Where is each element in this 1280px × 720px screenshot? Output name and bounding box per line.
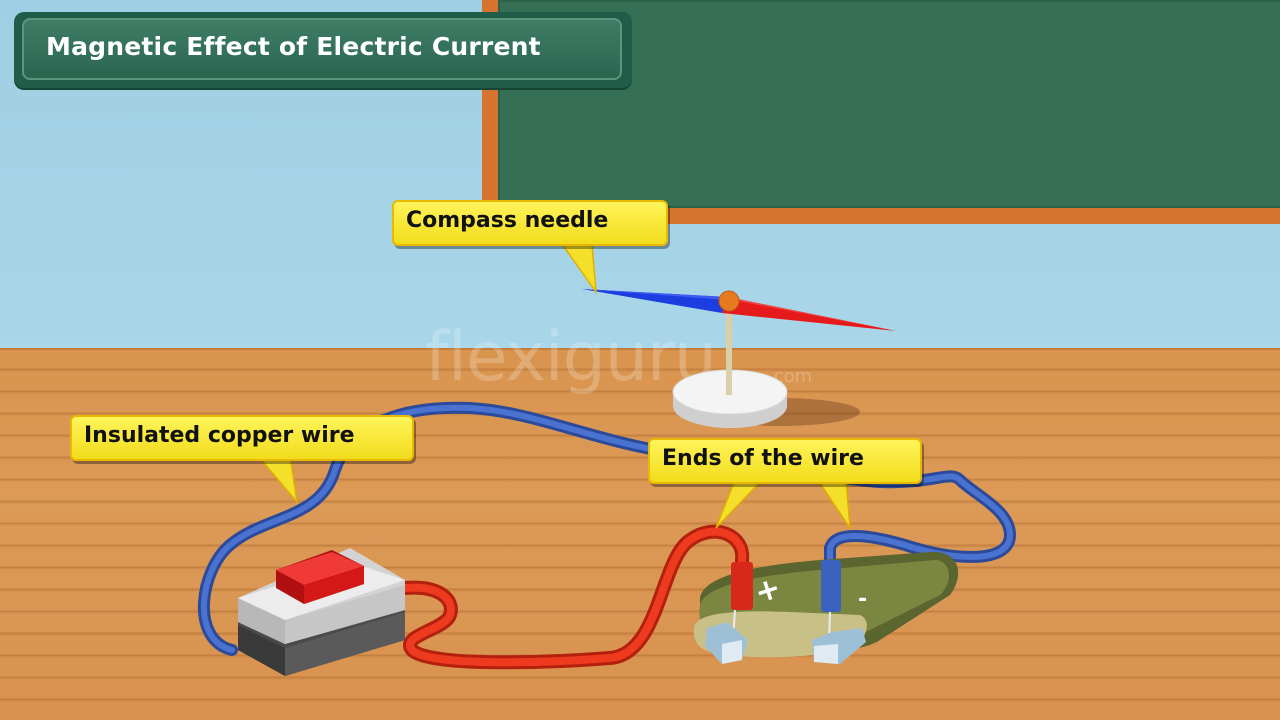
callout-pointer-ends-right	[816, 479, 851, 529]
blue-wire-end	[821, 560, 841, 612]
watermark: flexiguru	[425, 318, 717, 397]
title-bar-inner	[22, 18, 622, 80]
callout-ends-of-wire: Ends of the wire	[648, 438, 922, 484]
callout-insulated-copper-wire: Insulated copper wire	[70, 415, 414, 461]
callout-compass-needle: Compass needle	[392, 200, 668, 246]
page-title: Magnetic Effect of Electric Current	[46, 32, 541, 61]
callout-pointer-ends-left	[715, 479, 764, 529]
red-wire-end	[731, 562, 753, 610]
switch-button	[276, 550, 364, 604]
battery-terminal-left	[705, 609, 748, 664]
callout-pointer-insulated	[256, 455, 299, 505]
compass-needle	[582, 289, 896, 331]
battery-terminal-right	[812, 611, 866, 664]
red-wire	[398, 524, 750, 670]
callout-pointer-compass	[560, 243, 597, 295]
wooden-table	[0, 350, 1280, 720]
battery-minus-sign: -	[858, 587, 867, 612]
compass-pivot	[726, 305, 732, 395]
